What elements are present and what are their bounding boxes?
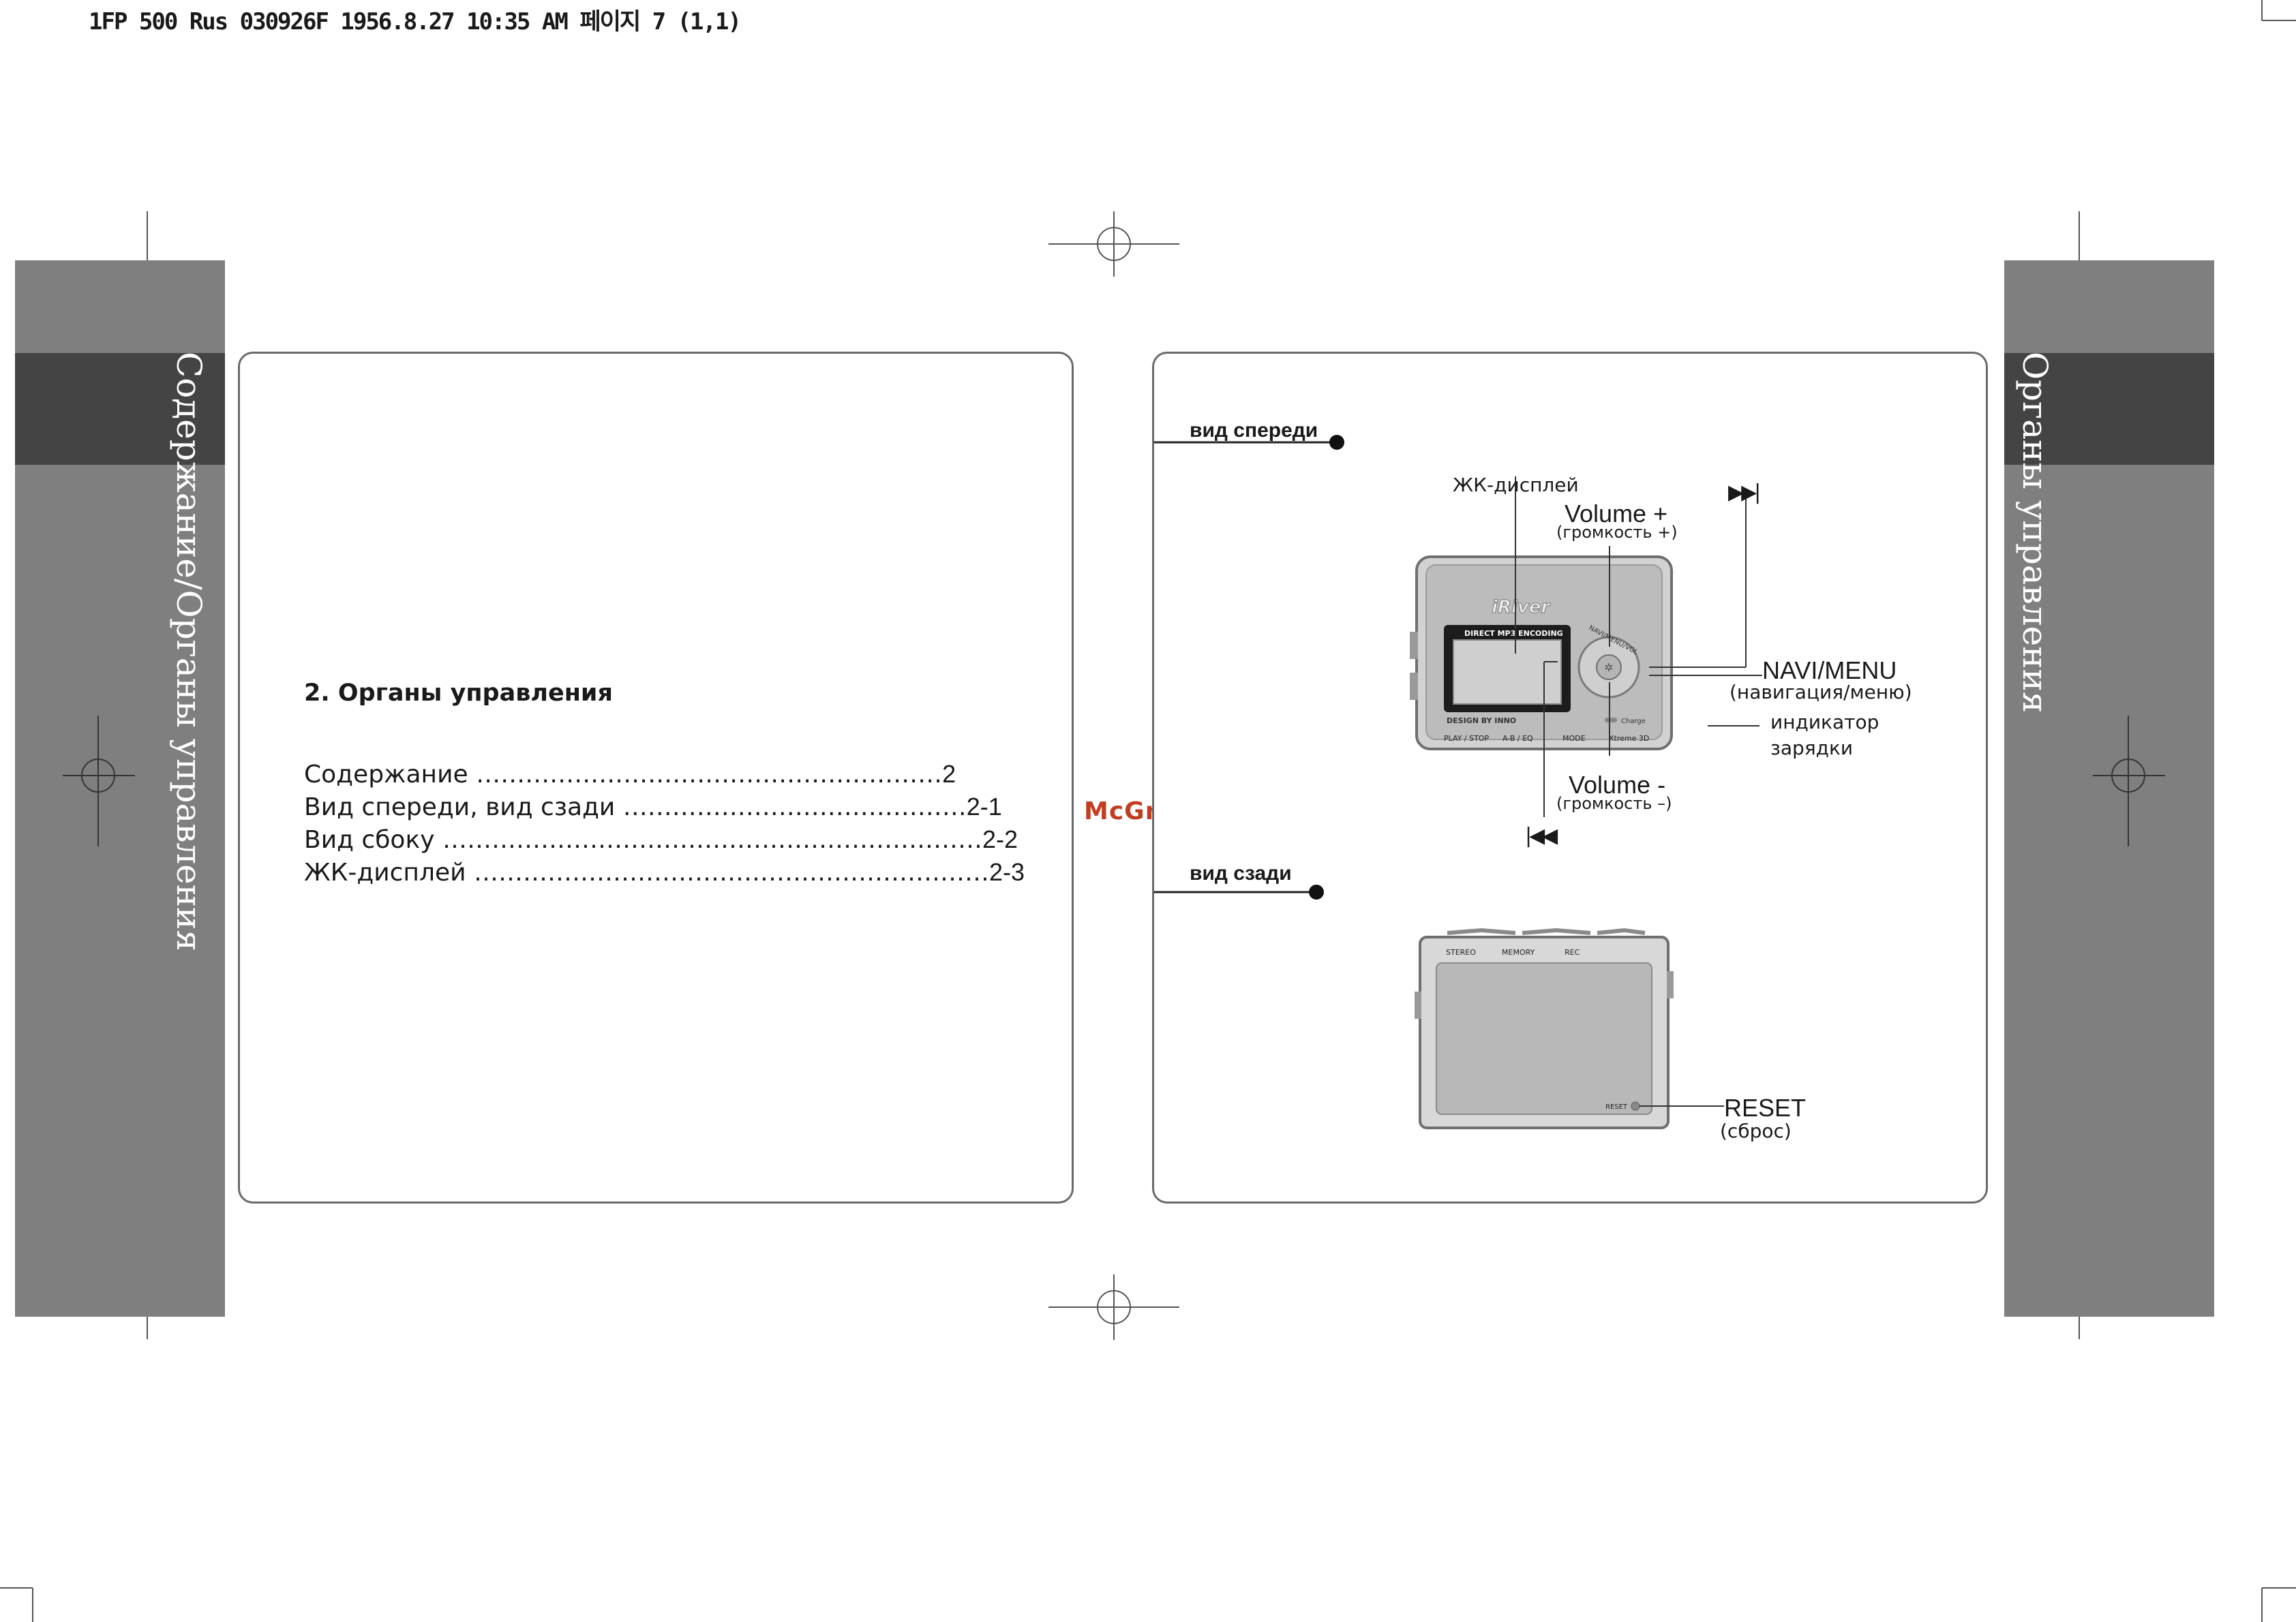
svg-text:DIRECT MP3 ENCODING: DIRECT MP3 ENCODING <box>1464 629 1563 638</box>
toc-heading: 2. Органы управления <box>304 679 613 707</box>
svg-text:DESIGN BY INNO: DESIGN BY INNO <box>1447 716 1516 725</box>
rear-label-dot <box>1309 885 1324 900</box>
svg-text:RESET: RESET <box>1605 1103 1628 1111</box>
volume-plus-ru: (громкость +) <box>1556 523 1678 542</box>
toc-entry-lcd[interactable]: ЖК-дисплей ………………………………………………………2-3 <box>304 858 1025 887</box>
front-device: iRiver DIRECT MP3 ENCODING ✲ NAVI/MENU/V… <box>1410 555 1673 750</box>
next-track-icon: ▶▶| <box>1728 480 1761 504</box>
volume-minus-ru: (громкость –) <box>1556 794 1672 813</box>
left-tab-title: Содержание/Органы управления <box>169 352 209 951</box>
svg-text:✲: ✲ <box>1604 661 1613 674</box>
charge-indicator-callout-1: индикатор <box>1770 711 1879 733</box>
device-brand-logo: iRiver <box>1492 597 1551 617</box>
svg-text:STEREO: STEREO <box>1446 948 1476 957</box>
controls-panel: вид спереди вид сзади iRiver DIRECT MP3 … <box>1152 352 1988 1204</box>
reset-hole <box>1631 1101 1640 1111</box>
navi-menu-ru: (навигация/меню) <box>1729 681 1912 703</box>
svg-text:Charge: Charge <box>1621 718 1646 725</box>
svg-text:Xtreme 3D: Xtreme 3D <box>1609 734 1649 743</box>
reset-callout: RESET <box>1724 1094 1807 1122</box>
volume-minus-callout: Volume - <box>1569 771 1666 799</box>
left-tab-dark-band <box>15 353 225 465</box>
device-illustrations: iRiver DIRECT MP3 ENCODING ✲ NAVI/MENU/V… <box>1154 435 1762 1129</box>
print-slug: 1FP 500 Rus 030926F 1956.8.27 10:35 AM 페… <box>89 8 742 35</box>
lcd-callout: ЖК-дисплей <box>1453 474 1579 496</box>
rear-view-label: вид сзади <box>1190 862 1292 885</box>
right-tab-title: Органы управления <box>2015 352 2055 714</box>
prev-track-icon: |◀◀ <box>1525 824 1558 848</box>
front-view-label: вид спереди <box>1190 419 1318 442</box>
toc-entry-side[interactable]: Вид сбоку …………………………………………………………2-2 <box>304 825 1018 854</box>
front-label-dot <box>1329 435 1344 450</box>
rear-device: STEREO MEMORY REC RESET <box>1415 928 1674 1129</box>
reset-ru: (сброс) <box>1720 1120 1792 1142</box>
left-tab-reg-mark <box>63 716 135 846</box>
navi-menu-callout: NAVI/MENU <box>1762 656 1897 684</box>
right-tab-dark-band <box>2004 353 2214 465</box>
toc-entry-contents[interactable]: Содержание …………………………………………………2 <box>304 760 956 789</box>
device-lcd-screen <box>1453 639 1562 705</box>
left-side-tab: Содержание/Органы управления <box>15 260 225 1317</box>
charge-indicator-callout-2: зарядки <box>1770 737 1854 759</box>
svg-text:PLAY / STOP: PLAY / STOP <box>1444 734 1489 743</box>
svg-text:MODE: MODE <box>1562 734 1586 743</box>
volume-plus-callout: Volume + <box>1565 500 1668 527</box>
right-tab-reg-mark <box>2093 716 2165 846</box>
right-side-tab: Органы управления <box>2004 260 2214 1317</box>
svg-text:REC: REC <box>1565 948 1580 957</box>
toc-panel: 2. Органы управления Содержание ……………………… <box>238 352 1074 1204</box>
toc-entry-front-rear[interactable]: Вид спереди, вид сзади ……………………………………2-1 <box>304 793 1002 821</box>
rear-panel-surface <box>1436 962 1652 1115</box>
svg-text:A-B / EQ: A-B / EQ <box>1502 734 1533 743</box>
svg-text:MEMORY: MEMORY <box>1502 948 1535 957</box>
